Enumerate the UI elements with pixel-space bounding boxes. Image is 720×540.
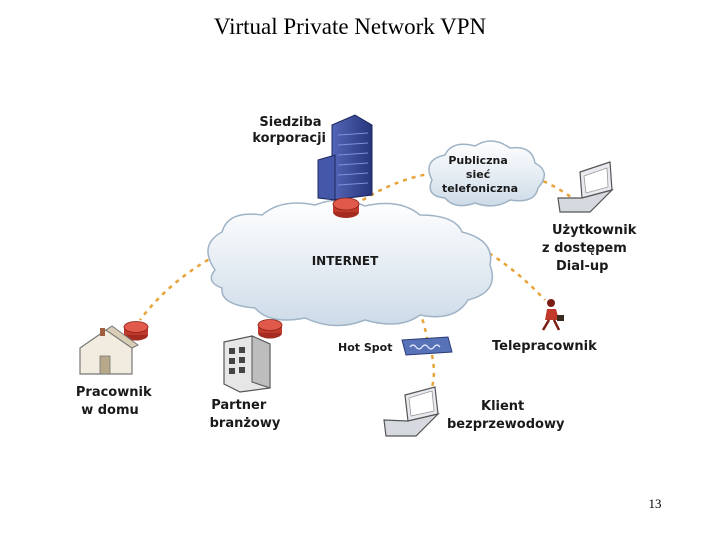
laptop-icon-wireless xyxy=(383,386,440,437)
headquarters-building-icon xyxy=(317,114,373,201)
hotspot-label: Hot Spot xyxy=(338,341,392,354)
svg-text:Klient bezprzewodowy: Klient bezprzewodowy xyxy=(447,399,565,432)
link-hq-pstn xyxy=(354,170,446,207)
dialup-label-2: z dostępem xyxy=(542,241,627,256)
link-hq-home xyxy=(139,213,336,321)
partner-building-icon xyxy=(223,335,271,393)
svg-text:Partner branżowy: Partner branżowy xyxy=(210,398,281,431)
svg-text:Użytkownik z dostępem: Użytkownik z dostępem Dial-up xyxy=(542,223,641,274)
house-icon xyxy=(79,325,139,375)
router-icon-partner xyxy=(257,319,283,339)
dialup-label-3: Dial-up xyxy=(556,259,608,274)
dialup-label-1: Użytkownik xyxy=(552,223,637,238)
teleworker-person-icon xyxy=(541,299,564,331)
router-icon-hq xyxy=(332,197,360,218)
svg-text:Publiczna sieć tel: Publiczna sieć telefoniczna xyxy=(442,154,518,195)
page-number: 13 xyxy=(648,496,662,511)
pstn-label-2: sieć xyxy=(466,168,491,181)
laptop-icon-dialup xyxy=(557,161,615,213)
link-hq-teleworker xyxy=(361,210,546,301)
partner-label-1: Partner xyxy=(211,398,267,413)
pstn-label-3: telefoniczna xyxy=(442,182,518,195)
pstn-label-1: Publiczna xyxy=(448,154,508,167)
internet-label: INTERNET xyxy=(312,254,379,268)
teleworker-label: Telepracownik xyxy=(492,339,597,354)
partner-label-2: branżowy xyxy=(210,416,281,431)
home-worker-label-1: Pracownik xyxy=(76,385,152,400)
pstn-cloud: Publiczna sieć telefoniczna xyxy=(428,140,545,207)
wireless-client-label-1: Klient xyxy=(481,399,524,414)
slide-title: Virtual Private Network VPN xyxy=(213,14,487,39)
router-icon-home xyxy=(123,321,149,341)
svg-text:Pracownik w domu: Pracownik w domu xyxy=(76,385,156,418)
svg-text:Siedziba korporacji: Siedziba korporacji xyxy=(252,115,326,146)
headquarters-label-2: korporacji xyxy=(252,131,326,146)
wireless-client-label-2: bezprzewodowy xyxy=(447,417,565,432)
home-worker-label-2: w domu xyxy=(81,403,139,418)
hotspot-device-icon xyxy=(401,336,453,356)
headquarters-label-1: Siedziba xyxy=(259,115,321,130)
internet-cloud: INTERNET xyxy=(207,199,494,327)
